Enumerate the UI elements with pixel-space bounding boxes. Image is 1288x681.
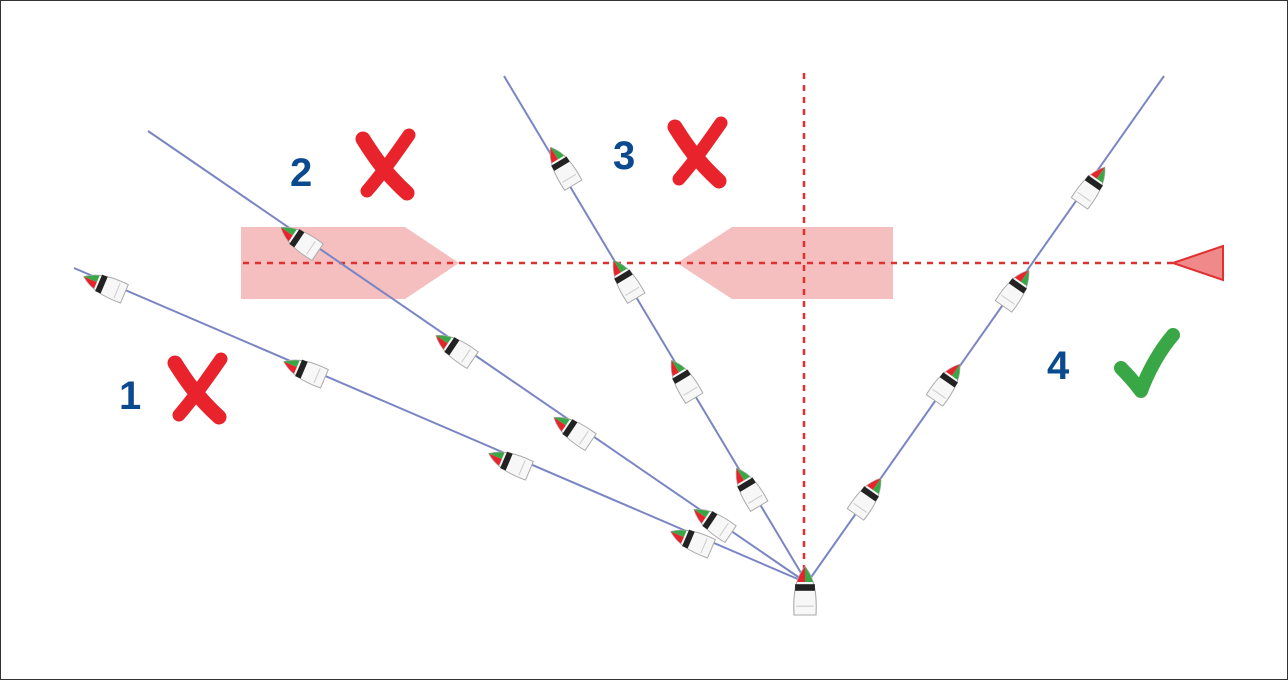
boat-icon — [430, 327, 478, 369]
cross-icon — [363, 135, 409, 193]
cross-icon — [175, 359, 221, 417]
boat-icon — [1071, 161, 1113, 209]
route-3-label: 3 — [613, 134, 635, 178]
boat-icon — [847, 472, 889, 520]
boat-icon — [728, 463, 768, 511]
cross-icon — [675, 123, 721, 181]
route-1-label: 1 — [119, 374, 141, 418]
boat-icon — [663, 355, 703, 403]
route-3-line — [504, 76, 807, 583]
boat-icon — [485, 444, 533, 480]
boat-icon — [548, 409, 596, 451]
boat-icon — [926, 358, 968, 406]
route-2-label: 2 — [290, 151, 312, 195]
boat-icon — [995, 264, 1037, 312]
target-vessel-marker — [1173, 246, 1223, 280]
boat-icon — [280, 352, 328, 388]
check-icon — [1121, 335, 1173, 391]
route-4-label: 4 — [1047, 344, 1070, 388]
